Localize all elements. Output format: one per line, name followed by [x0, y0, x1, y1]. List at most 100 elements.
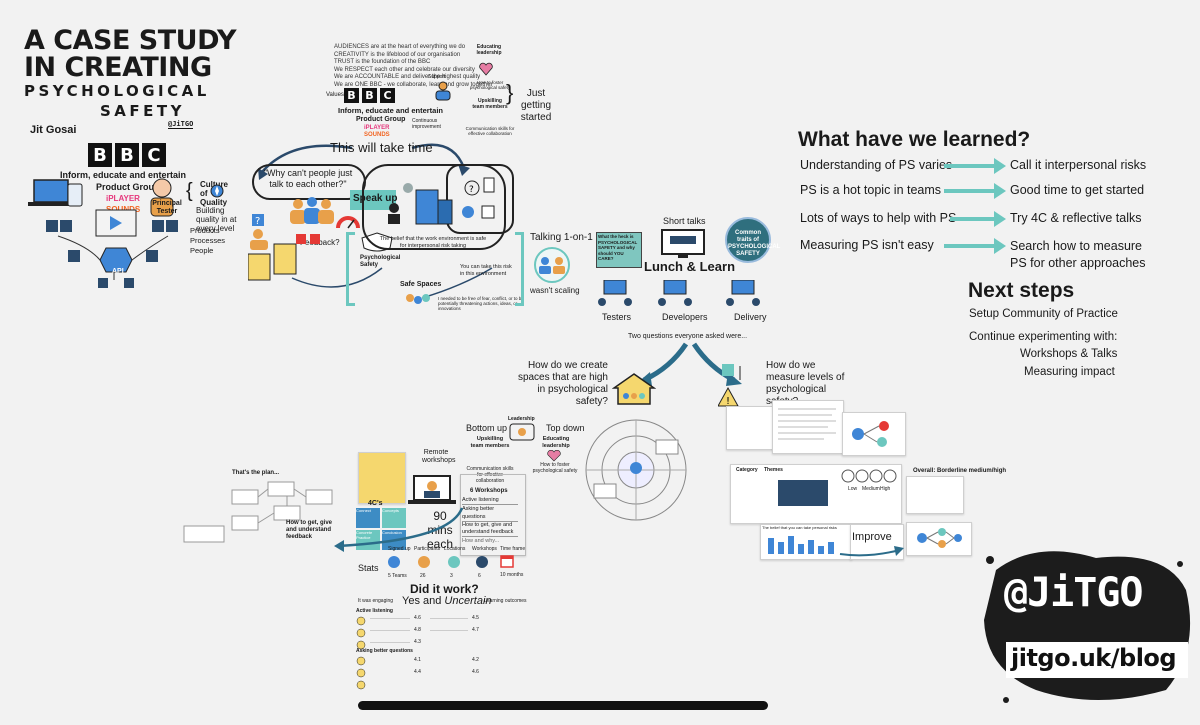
wasnt-scaling: wasn't scaling	[530, 286, 580, 295]
talking-1on1: Talking 1-on-1	[530, 232, 593, 243]
safe-spaces-label: Safe Spaces	[400, 281, 442, 288]
brace: {	[186, 180, 193, 202]
score: 4.2	[472, 657, 479, 663]
processes-label: Processes	[190, 236, 226, 245]
improve-label: Improve	[852, 531, 892, 543]
svg-text:?: ?	[469, 185, 474, 195]
score: 4.4	[414, 669, 421, 675]
low-label: Low	[848, 486, 858, 492]
learned-arrow-3	[950, 211, 1006, 227]
category-label: Category	[736, 467, 758, 473]
learned-right-4: Search how to measure PS for other appro…	[1010, 239, 1146, 270]
bbc-logo-top: B B C	[344, 88, 395, 103]
six-workshops: 6 Workshops	[470, 488, 508, 494]
values-label: Values	[326, 92, 344, 98]
results-table: Active listening 4.6 4.8 4.3 4.5 4.7 Ask…	[354, 606, 534, 690]
c-connect: Connect	[356, 508, 380, 528]
high-label: High	[880, 486, 891, 492]
top-down-label: Top down	[546, 423, 585, 433]
brace-top: }	[506, 80, 514, 105]
culture-of-quality: Culture of Quality	[200, 180, 228, 207]
workshop-card	[460, 474, 526, 556]
overall-label: Overall: Borderline medium/high	[913, 468, 1007, 474]
row-line	[430, 630, 468, 631]
score: 4.3	[414, 639, 421, 645]
learned-arrow-4	[944, 238, 1006, 254]
belief-pill	[362, 164, 506, 250]
score: 4.1	[414, 657, 421, 663]
measure-doc-1	[726, 406, 774, 450]
measure-icon: !	[718, 364, 741, 407]
row-line	[370, 630, 410, 631]
bbc-tagline-top: Inform, educate and entertain	[338, 106, 444, 115]
horizontal-scrollbar[interactable]	[358, 701, 768, 710]
title-line-2: IN CREATING	[24, 52, 212, 83]
lunch-learn-heading: Lunch & Learn	[644, 259, 736, 274]
calendar-icon	[500, 555, 514, 568]
row-line	[430, 618, 468, 619]
value-line: TRUST is the foundation of the BBC	[334, 59, 431, 65]
value-line: We RESPECT each other and celebrate our …	[334, 66, 475, 73]
brand-handle: @JiTGO	[1004, 570, 1143, 616]
score: 4.8	[414, 627, 421, 633]
stats-row: Signed up 5 Teams Participants 26 Locati…	[388, 546, 498, 580]
stat-name: Signed up	[388, 546, 411, 552]
measure-arrow	[839, 546, 904, 557]
stat-name: Locations	[444, 546, 466, 552]
themes-label: Themes	[764, 467, 783, 473]
engaging-label: It was engaging	[358, 598, 394, 604]
workshop-poster	[358, 452, 406, 504]
highlight-block	[778, 480, 828, 506]
svg-text:!: !	[726, 396, 730, 407]
beliefs-title: The belief that you can take personal ri…	[762, 525, 837, 530]
sounds-label-top: SOUNDS	[364, 132, 390, 138]
ink-splatter	[984, 551, 1191, 703]
c-concepts: Concepts	[382, 508, 406, 528]
continuous-improvement: Continuous improvement	[412, 118, 441, 130]
speak-up-banner	[350, 190, 396, 210]
educating-plan: Educating leadership	[542, 436, 570, 449]
developers-label: Developers	[662, 312, 708, 322]
laptop-icon	[408, 475, 456, 504]
communication-plan: Communication skills for effective colla…	[466, 466, 514, 484]
stat-timeframe-name: Time frame	[500, 546, 526, 552]
score: 4.6	[472, 669, 479, 675]
how-to-get-feedback: How to get, give and understand feedback	[286, 520, 333, 540]
bbc-letter: B	[362, 88, 377, 103]
why-cant-people: "Why can't people just talk to each othe…	[263, 168, 353, 189]
asking-questions-heading: Asking better questions	[356, 648, 413, 654]
active-listening-heading: Active listening	[356, 608, 393, 614]
value-line: AUDIENCES are at the heart of everything…	[334, 44, 466, 50]
workshop-item: Asking better questions	[462, 505, 518, 522]
beliefs-chart-card	[760, 524, 852, 560]
monitor-icon	[661, 229, 705, 258]
feedback-icons	[296, 234, 320, 244]
book-cover	[596, 232, 642, 268]
stat-value: 6	[478, 573, 481, 579]
ps-zones-diagram	[585, 419, 687, 521]
iplayer-label-top: iPLAYER	[364, 125, 390, 131]
stat-timeframe-value: 10 months	[500, 572, 524, 578]
bracket-right	[515, 232, 524, 306]
iplayer-label-left: iPLAYER	[106, 194, 140, 203]
book-title: What the heck is PSYCHOLOGICAL SAFETY an…	[598, 234, 638, 261]
bbc-logo-left: B B C	[88, 143, 166, 167]
safe-spaces-icon	[406, 294, 430, 304]
people-label: People	[190, 246, 214, 255]
bottom-up-label: Bottom up	[466, 423, 508, 433]
bbc-letter: C	[142, 143, 166, 167]
this-will-take-time: This will take time	[330, 140, 433, 155]
value-line: CREATIVITY is the lifeblood of our organ…	[334, 51, 461, 58]
next-step-2: Continue experimenting with:	[969, 331, 1118, 343]
ninety-mins: 90 mins each	[426, 509, 454, 551]
questionnaire-lines	[778, 408, 836, 440]
remote-workshops: Remote workshops	[422, 449, 456, 464]
outcomes-label: Learning outcomes	[484, 598, 527, 604]
gauge-icon	[336, 216, 360, 229]
psych-safety-label: Psychological Safety	[360, 255, 401, 268]
stat-value: 26	[420, 573, 426, 579]
bbc-devices-illustration	[28, 178, 178, 288]
blog-link[interactable]: jitgo.uk/blog	[1011, 644, 1177, 672]
yes-uncertain: Yes and Uncertain	[402, 595, 492, 607]
uncertain-text: Uncertain	[444, 595, 492, 607]
